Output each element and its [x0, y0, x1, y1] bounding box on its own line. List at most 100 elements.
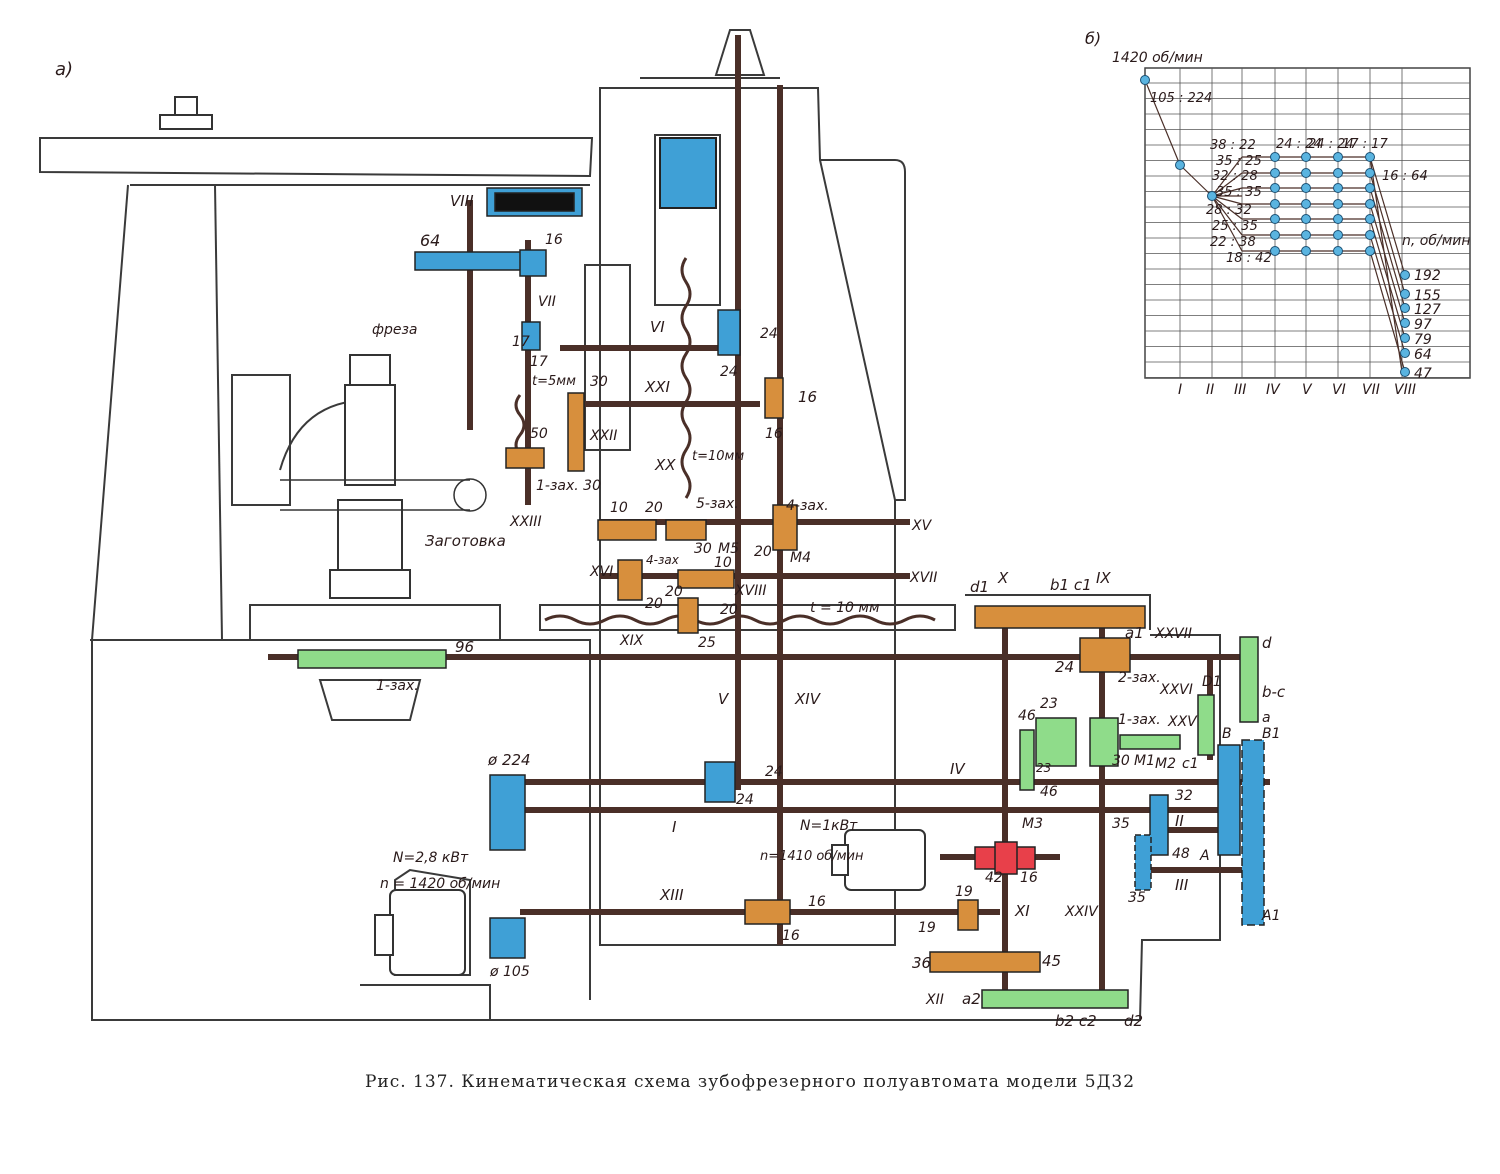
label-1zaxa: 1-зах.	[376, 678, 419, 694]
chart-ray	[1369, 156, 1403, 373]
chart-point	[1365, 183, 1375, 193]
workpiece-blank	[280, 478, 487, 512]
label-B: B	[1222, 726, 1232, 742]
chart-speed-label: 192	[1414, 268, 1441, 284]
chart-point	[1365, 230, 1375, 240]
label-XXI: XXI	[644, 378, 671, 396]
chart-x-tick: V	[1302, 382, 1313, 398]
workpiece-column	[159, 96, 411, 599]
chart-point	[1400, 303, 1410, 313]
label-23a: 23	[1040, 696, 1058, 712]
label-10a: 10	[610, 500, 628, 516]
chart-point	[1270, 168, 1280, 178]
chart-point	[1400, 348, 1410, 358]
label-30c: 30	[1112, 753, 1130, 769]
label-M3: M3	[1022, 816, 1043, 832]
chart-point	[1365, 168, 1375, 178]
chart-ratio-label: 32 : 28	[1212, 169, 1258, 184]
label-16a: 16	[545, 232, 563, 248]
chart-ratio-label: 28 : 32	[1206, 203, 1252, 218]
chart-point	[1140, 75, 1150, 85]
label-45: 45	[1042, 952, 1061, 970]
label-IX: IX	[1096, 569, 1111, 587]
chart-ratio-label: 18 : 42	[1226, 251, 1272, 266]
label-2zax: 2-зах.	[1118, 670, 1161, 686]
label-24c: 24	[1055, 658, 1074, 676]
label-24a: 24	[760, 326, 778, 342]
chart-point	[1301, 246, 1311, 256]
label-XXIV: XXIV	[1064, 904, 1099, 920]
chart-point	[1333, 246, 1343, 256]
chart-point	[1400, 333, 1410, 343]
label-XI: XI	[1014, 902, 1030, 920]
chart-ray	[1211, 195, 1243, 205]
chart-point	[1270, 199, 1280, 209]
chart-ratio-labels: 105 : 224 38 : 22 35 : 25 32 : 28 35 : 3…	[1150, 91, 1428, 266]
chart-ratio-label: 35 : 35	[1216, 185, 1262, 200]
label-25: 25	[698, 635, 716, 651]
label-46b: 46	[1040, 784, 1058, 800]
chart-point	[1333, 168, 1343, 178]
chart-ratio-label: 25 : 35	[1212, 219, 1258, 234]
chart-point	[1207, 191, 1217, 201]
panel-label-b: б)	[1085, 29, 1101, 48]
label-n1410: n=1410 об/мин	[760, 849, 864, 864]
label-II: II	[1175, 812, 1184, 830]
chart-ray	[1369, 156, 1406, 276]
label-M5: M5	[718, 541, 739, 557]
chart-x-tick: I	[1178, 382, 1182, 398]
lead-screws	[514, 257, 936, 626]
label-64: 64	[420, 231, 440, 250]
label-bc: b-c	[1262, 683, 1286, 701]
label-35a: 35	[1112, 816, 1130, 832]
label-48: 48	[1172, 846, 1190, 862]
blue-gears	[414, 187, 1265, 959]
chart-point	[1365, 199, 1375, 209]
label-d105: ø 105	[489, 964, 530, 980]
label-XV: XV	[911, 518, 933, 534]
chart-ray	[1144, 79, 1181, 166]
label-VII: VII	[538, 294, 556, 310]
label-24d: 24	[765, 764, 783, 780]
green-gears	[297, 636, 1259, 1009]
label-20a: 20	[645, 500, 663, 516]
chart-x-tick: IV	[1266, 382, 1281, 398]
label-24b: 24	[720, 364, 738, 380]
label-30b: 30	[694, 541, 712, 557]
label-M1: M1	[1134, 753, 1155, 769]
chart-point	[1400, 270, 1410, 280]
label-32: 32	[1175, 788, 1193, 804]
label-16d: 16	[1020, 870, 1038, 886]
label-16f: 16	[782, 928, 800, 944]
chart-points	[1140, 75, 1410, 377]
chart-ray	[1211, 195, 1243, 252]
chart-point	[1400, 367, 1410, 377]
label-10b: 10	[714, 555, 732, 571]
label-VI: VI	[650, 318, 665, 336]
chart-speed-label: 64	[1414, 347, 1432, 363]
chart-speed-label: 155	[1414, 288, 1441, 304]
label-d224: ø 224	[487, 751, 531, 769]
orange-gears	[505, 377, 1146, 973]
speed-chart: б) 1420 об/мин n, об/мин I II III IV V V…	[1085, 29, 1471, 398]
chart-ray	[1211, 195, 1243, 220]
label-XXIII: XXIII	[509, 514, 542, 530]
chart-point	[1301, 214, 1311, 224]
label-N28: N=2,8 кВт	[393, 850, 469, 866]
label-M2: M2	[1155, 756, 1176, 772]
label-50: 50	[530, 426, 548, 442]
label-d1: d1	[970, 578, 989, 596]
label-23b: 23	[1036, 761, 1051, 775]
chart-speed-label: 97	[1414, 317, 1432, 333]
figure-caption: Рис. 137. Кинематическая схема зубофрезе…	[364, 1072, 1136, 1092]
label-16b: 16	[798, 388, 817, 406]
label-96: 96	[455, 638, 474, 656]
label-30a: 30	[590, 374, 608, 390]
label-t10b: t = 10 мм	[810, 600, 880, 616]
label-XXVI: XXVI	[1159, 682, 1193, 698]
label-D1: D1	[1202, 674, 1222, 690]
chart-speed-label: 47	[1414, 366, 1432, 382]
chart-point	[1270, 246, 1280, 256]
label-17a: 17	[512, 334, 530, 350]
